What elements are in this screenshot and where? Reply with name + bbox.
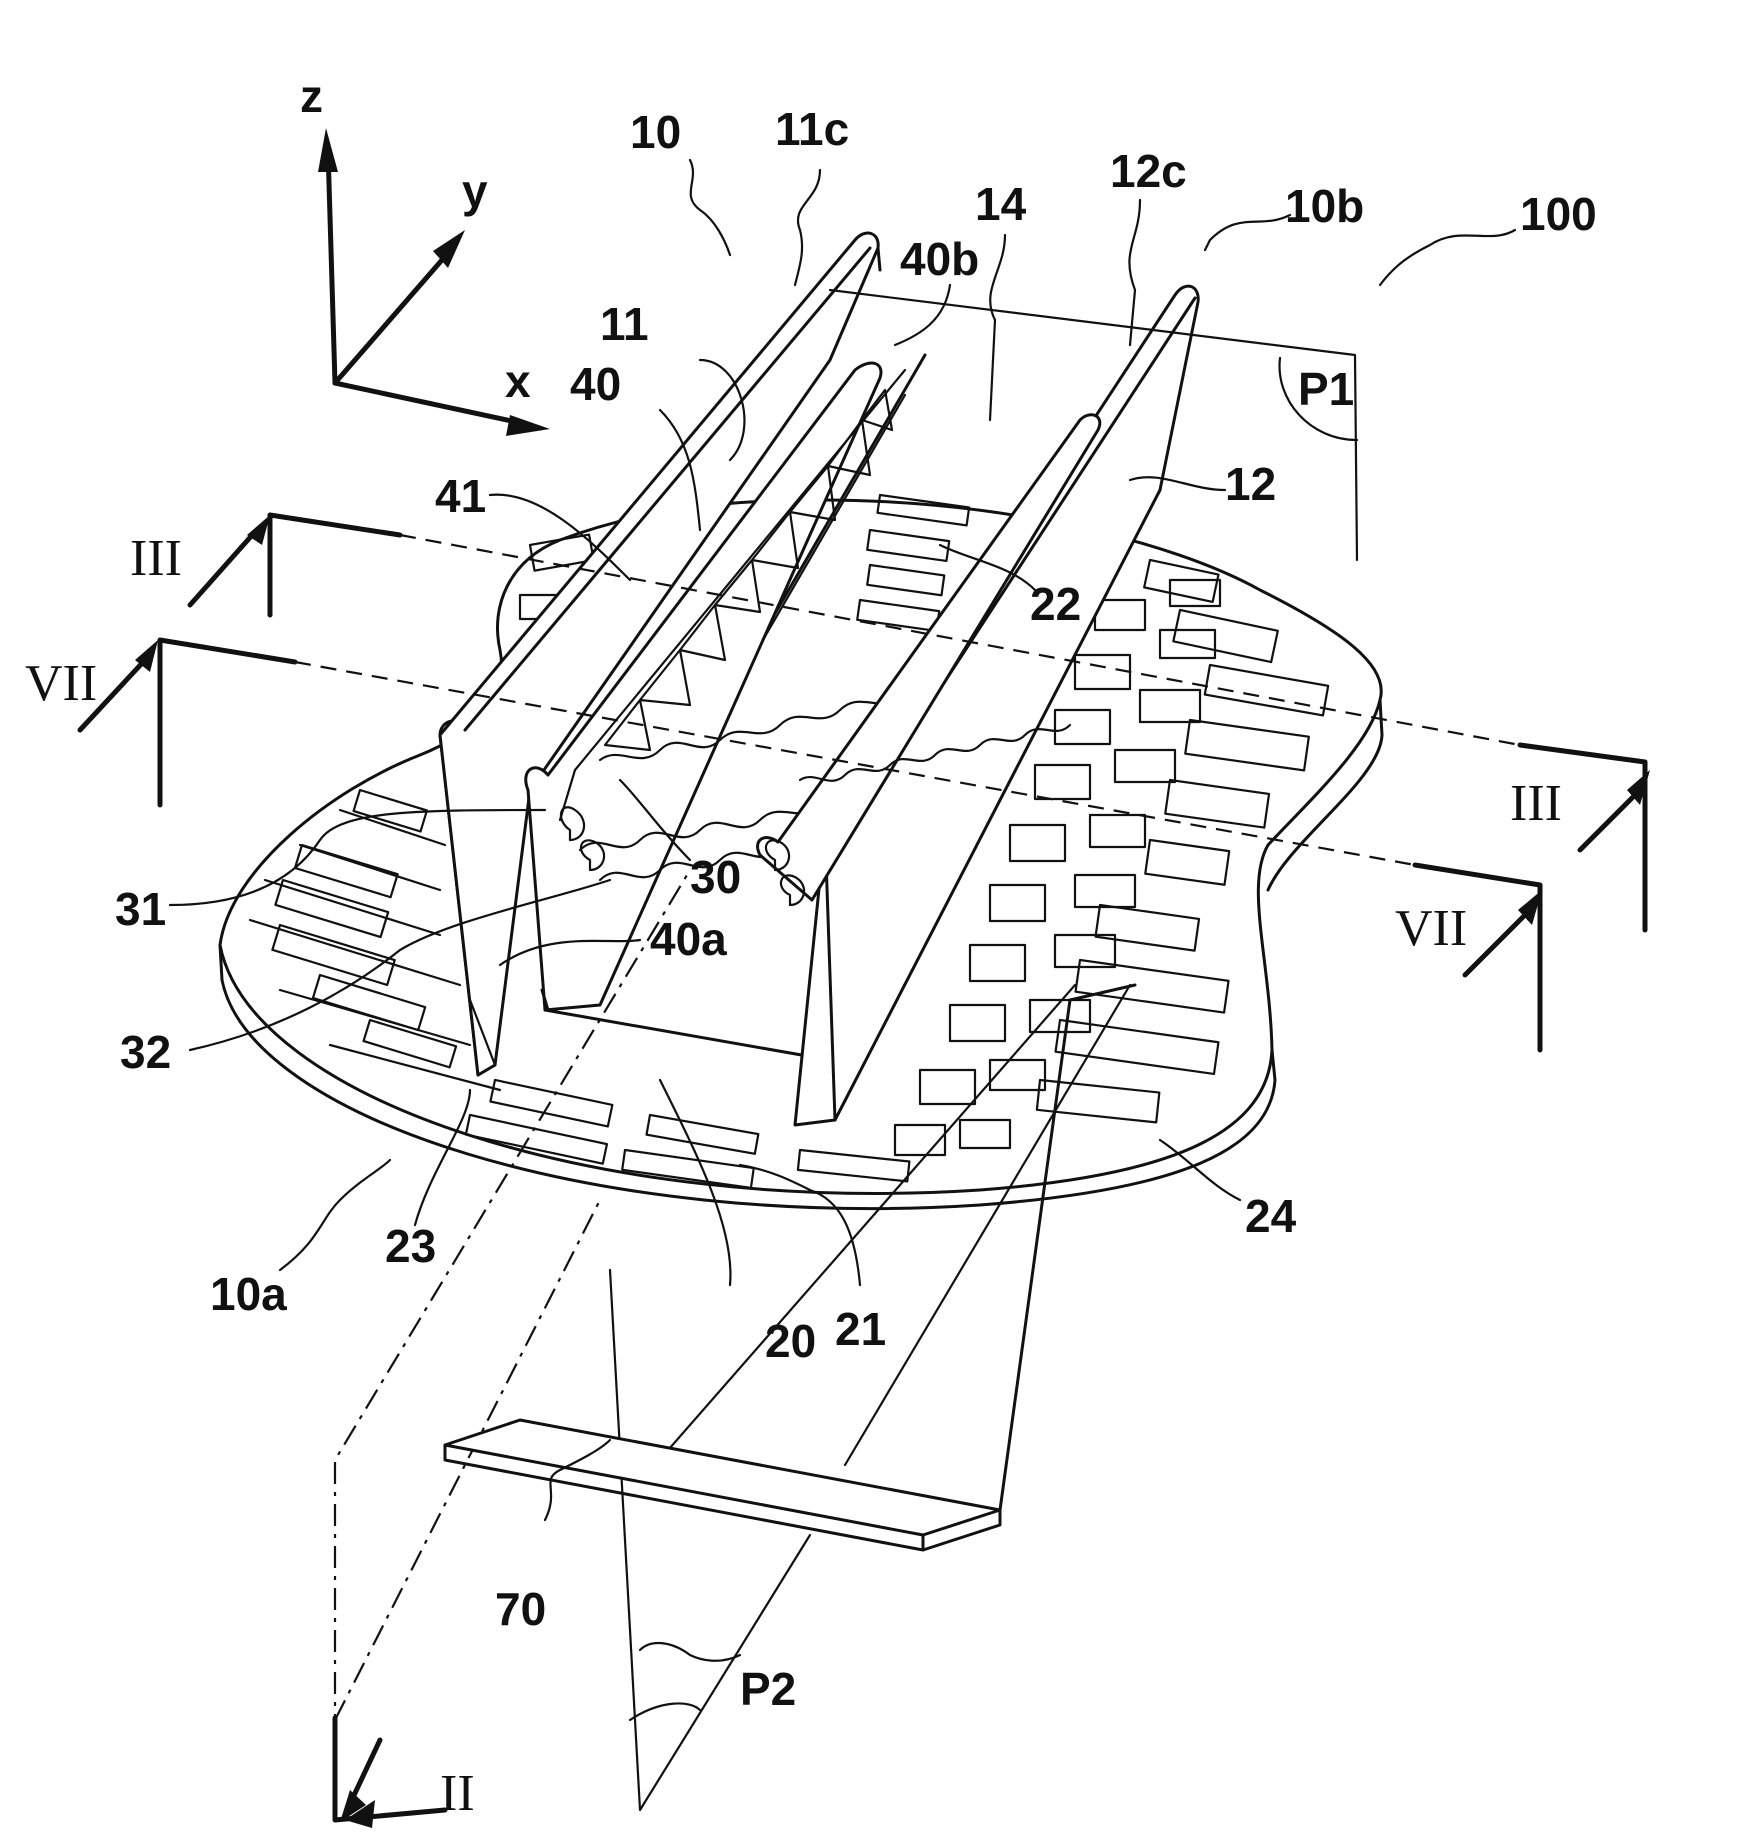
label-40b: 40b bbox=[900, 233, 979, 285]
label-32: 32 bbox=[120, 1026, 171, 1078]
label-10: 10 bbox=[630, 106, 681, 158]
label-14: 14 bbox=[975, 178, 1027, 230]
label-70: 70 bbox=[495, 1583, 546, 1635]
label-40a: 40a bbox=[650, 913, 727, 965]
axis-x-label: x bbox=[505, 355, 531, 407]
label-100: 100 bbox=[1520, 188, 1597, 240]
label-24: 24 bbox=[1245, 1190, 1297, 1242]
label-20: 20 bbox=[765, 1315, 816, 1367]
label-11: 11 bbox=[600, 298, 649, 350]
label-11c: 11c bbox=[775, 103, 849, 155]
axis-z-label: z bbox=[300, 70, 323, 122]
label-30: 30 bbox=[690, 851, 741, 903]
section-labels: III VII III VII II bbox=[25, 530, 1562, 1822]
label-10b: 10b bbox=[1285, 180, 1364, 232]
section-iii-left-label: III bbox=[130, 530, 182, 587]
label-22: 22 bbox=[1030, 578, 1081, 630]
section-vii-left-label: VII bbox=[25, 655, 97, 712]
label-41: 41 bbox=[435, 470, 486, 522]
axis-triad: z y x bbox=[300, 70, 550, 436]
label-10a: 10a bbox=[210, 1268, 287, 1320]
label-23: 23 bbox=[385, 1220, 436, 1272]
label-40: 40 bbox=[570, 358, 621, 410]
section-vii-right-label: VII bbox=[1395, 900, 1467, 957]
label-p1: P1 bbox=[1298, 363, 1354, 415]
label-p2: P2 bbox=[740, 1663, 796, 1715]
label-31: 31 bbox=[115, 883, 166, 935]
label-12: 12 bbox=[1225, 458, 1276, 510]
axis-y-label: y bbox=[462, 165, 488, 217]
section-iii-right-label: III bbox=[1510, 775, 1562, 832]
section-ii bbox=[335, 870, 690, 1828]
label-21: 21 bbox=[835, 1303, 886, 1355]
label-12c: 12c bbox=[1110, 145, 1187, 197]
section-ii-label: II bbox=[440, 1765, 475, 1822]
